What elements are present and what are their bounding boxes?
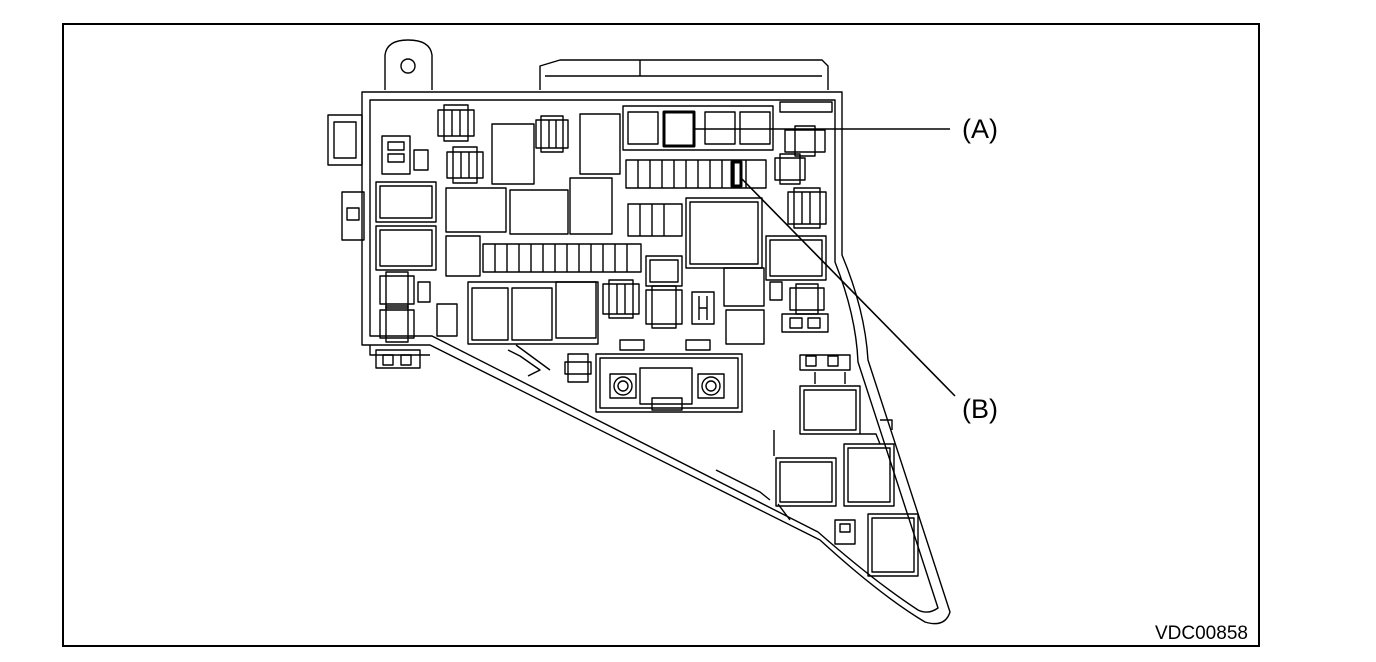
callout-a-label: (A): [962, 114, 998, 144]
relay-11: [645, 289, 683, 325]
relay-3: [375, 181, 437, 223]
relay-1: [491, 123, 535, 185]
leader-line-b: [740, 177, 956, 397]
callout-b-label: (B): [962, 394, 998, 424]
terminal-bolt-right: [701, 376, 721, 396]
fuse-b: [730, 160, 743, 188]
main-fuse-block: [595, 353, 743, 413]
mini-relay-right: [774, 157, 806, 181]
relay-block-bottom: [467, 281, 599, 345]
mini-fuse-10: [789, 287, 825, 311]
mini-fuse-5: [787, 191, 827, 225]
mini-fuse-1: [381, 135, 411, 175]
relay-7: [569, 177, 613, 235]
top-bracket: [539, 59, 829, 90]
relay-2: [579, 113, 621, 175]
mounting-hole: [400, 58, 416, 74]
relay-13: [725, 309, 765, 345]
relay-ext-3: [843, 443, 895, 507]
mini-fuse-7: [379, 309, 415, 339]
mini-fuse-2: [437, 109, 475, 137]
mini-fuse-3: [446, 151, 484, 179]
mini-fuse-11: [567, 353, 589, 383]
mounting-tab: [384, 39, 433, 90]
fuse-a: [662, 110, 696, 148]
bottom-clip: [375, 349, 421, 369]
terminal-bolt-left: [613, 376, 633, 396]
side-clip-top: [327, 114, 363, 166]
relay-4: [375, 225, 437, 271]
fuse-block-mid: [627, 203, 683, 237]
relay-ext-1: [799, 385, 861, 435]
side-clip-bottom: [341, 191, 365, 241]
figure-code: VDC00858: [1155, 623, 1248, 644]
mini-fuse-8: [436, 303, 458, 337]
diode-h: [691, 291, 715, 325]
fuse-strip-top: [622, 105, 774, 151]
mini-fuse-4: [535, 119, 569, 149]
relay-5: [445, 187, 507, 233]
fuse-row-upper: [625, 159, 767, 189]
relay-12: [723, 267, 765, 307]
housing-inner: [369, 99, 939, 613]
relay-ext-4: [867, 513, 919, 577]
relay-8: [765, 235, 827, 281]
fuse-row-long: [482, 243, 642, 273]
relay-ext-2: [775, 457, 837, 507]
relay-top-right: [784, 129, 826, 153]
relay-6: [509, 189, 569, 235]
figure-frame: [62, 23, 1260, 647]
mini-fuse-9: [602, 283, 640, 315]
relay-9: [445, 235, 481, 277]
relay-large: [685, 197, 763, 269]
mini-fuse-6: [379, 275, 415, 305]
